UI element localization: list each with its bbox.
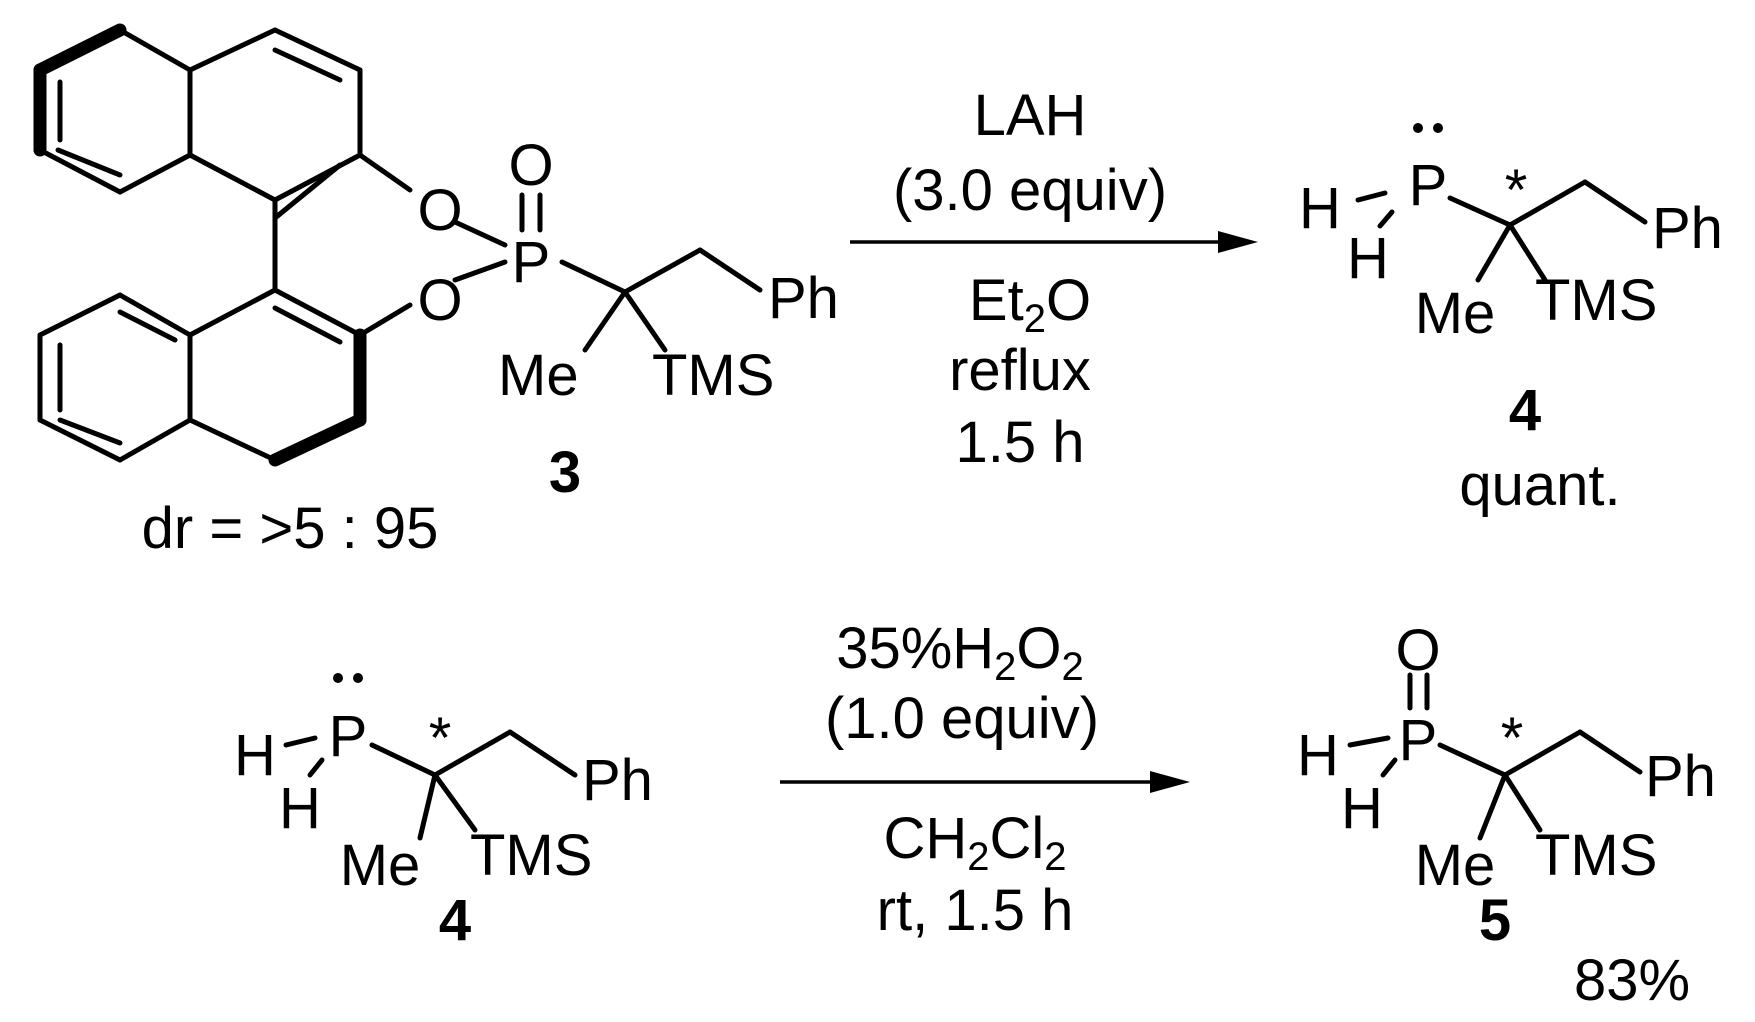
compound-number: 4 [439, 888, 471, 953]
group-methyl: Me [1415, 833, 1496, 898]
atom-oxygen: O [508, 133, 553, 198]
atom-hydrogen: H [1297, 723, 1339, 788]
compound-number: 3 [549, 440, 581, 505]
reagent-equiv: (1.0 equiv) [825, 686, 1099, 751]
stereocenter-star: * [429, 706, 452, 771]
compound-3-atoms: O O O P Ph Me TMS 3 dr = >5 : 95 [142, 133, 839, 561]
group-phenyl: Ph [582, 748, 653, 813]
atom-hydrogen: H [1299, 176, 1341, 241]
reagent-hydrogen-peroxide: 35%H2O2 [836, 616, 1084, 689]
solvent-dichloromethane: CH2Cl2 [883, 806, 1066, 879]
group-methyl: Me [1415, 281, 1496, 346]
atom-hydrogen: H [1341, 776, 1383, 841]
reaction-time: rt, 1.5 h [877, 878, 1074, 943]
temperature: reflux [949, 338, 1091, 403]
product-yield: quant. [1459, 453, 1620, 518]
reaction-time: 1.5 h [956, 410, 1085, 475]
diastereomeric-ratio: dr = >5 : 95 [142, 496, 439, 561]
reagent-equiv: (3.0 equiv) [893, 158, 1167, 223]
group-tms: TMS [470, 823, 592, 888]
atom-phosphorus: P [329, 704, 368, 769]
group-methyl: Me [340, 833, 421, 898]
arrow-head [1218, 231, 1258, 253]
atom-oxygen: O [1395, 618, 1440, 683]
atom-hydrogen: H [279, 776, 321, 841]
atom-oxygen: O [417, 268, 462, 333]
compound-4-product-atoms: H H P * Ph Me TMS 4 quant. [1299, 153, 1723, 518]
reaction-2-conditions: 35%H2O2 (1.0 equiv) CH2Cl2 rt, 1.5 h [780, 616, 1190, 943]
group-tms: TMS [1535, 268, 1657, 333]
stereocenter-star: * [1501, 706, 1524, 771]
compound-4-reactant-structure [283, 673, 578, 841]
atom-oxygen: O [417, 178, 462, 243]
compound-4-reactant-atoms: H H P * Ph Me TMS 4 [234, 704, 653, 953]
arrow-head [1150, 771, 1190, 793]
compound-number: 5 [1479, 888, 1511, 953]
atom-hydrogen: H [1347, 226, 1389, 291]
solvent-ether: Et2O [969, 268, 1091, 341]
atom-hydrogen: H [234, 723, 276, 788]
atom-phosphorus: P [512, 230, 551, 295]
group-methyl: Me [498, 343, 579, 408]
reagent-lah: LAH [974, 83, 1087, 148]
atom-phosphorus: P [1409, 153, 1448, 218]
compound-5-atoms: O H H P * Ph Me TMS 5 83% [1297, 618, 1716, 1013]
reaction-1-conditions: LAH (3.0 equiv) Et2O reflux 1.5 h [850, 83, 1258, 475]
group-tms: TMS [1535, 823, 1657, 888]
atom-phosphorus: P [1399, 708, 1438, 773]
compound-number: 4 [1509, 378, 1541, 443]
group-phenyl: Ph [768, 266, 839, 331]
group-phenyl: Ph [1645, 744, 1716, 809]
compound-3-structure [33, 23, 763, 467]
group-phenyl: Ph [1652, 196, 1723, 261]
group-tms: TMS [652, 343, 774, 408]
compound-5-structure [1347, 672, 1643, 841]
product-yield: 83% [1574, 948, 1690, 1013]
compound-4-product-structure [1355, 123, 1648, 283]
stereocenter-star: * [1505, 158, 1528, 223]
